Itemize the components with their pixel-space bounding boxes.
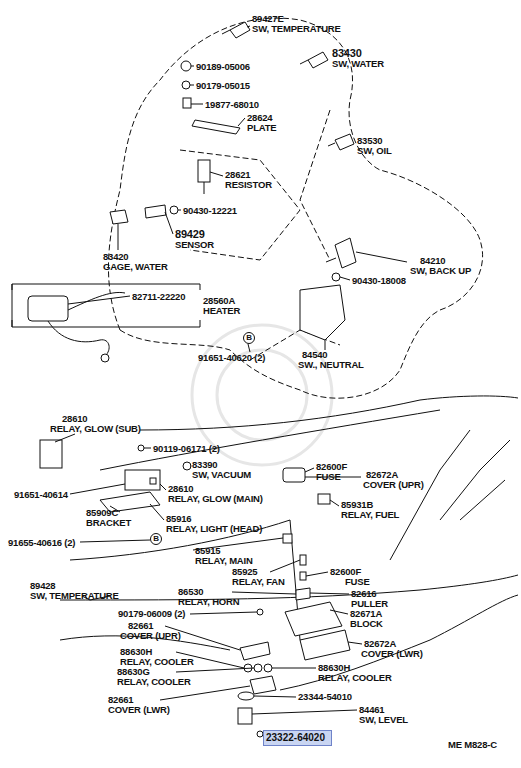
part-number: 89429 bbox=[175, 229, 205, 240]
part-name: COVER (LWR) bbox=[108, 705, 170, 715]
part-name: RESISTOR bbox=[225, 180, 272, 190]
part-number: 85925 bbox=[232, 567, 257, 577]
part-name: FUSE bbox=[345, 577, 370, 587]
engine-outline bbox=[108, 18, 482, 398]
part-name: PLATE bbox=[247, 123, 276, 133]
part-number: 19877-68010 bbox=[205, 100, 259, 110]
part-name: SW, WATER bbox=[332, 59, 384, 69]
part-name: RELAY, COOLER bbox=[318, 673, 392, 683]
part-name: RELAY, HORN bbox=[178, 597, 239, 607]
part-number: 28610 bbox=[62, 414, 87, 424]
part-number: 83530 bbox=[357, 136, 382, 146]
part-number: 83390 bbox=[192, 460, 217, 470]
part-number: 82671A bbox=[350, 609, 382, 619]
part-number: 90430-12221 bbox=[183, 206, 237, 216]
part-name: RELAY, FAN bbox=[232, 577, 285, 587]
part-number: 84210 bbox=[420, 256, 445, 266]
part-number: 89428 bbox=[30, 581, 55, 591]
part-number: 85909C bbox=[86, 508, 118, 518]
part-number: 82672A bbox=[366, 470, 398, 480]
reference-circle: B bbox=[243, 332, 255, 344]
part-number: 90119-06171 (2) bbox=[153, 444, 220, 454]
bracket bbox=[12, 284, 200, 327]
part-number: 82600F bbox=[316, 462, 347, 472]
part-number: 91651-40614 bbox=[14, 490, 68, 500]
part-name: SW, VACUUM bbox=[192, 470, 251, 480]
part-name: BRACKET bbox=[86, 518, 131, 528]
part-name: RELAY, LIGHT (HEAD) bbox=[166, 524, 262, 534]
part-number: 23344-54010 bbox=[298, 692, 352, 702]
part-number: 82616 bbox=[351, 589, 376, 599]
part-icons bbox=[28, 22, 356, 737]
part-name: RELAY, FUEL bbox=[341, 510, 399, 520]
part-name: FUSE bbox=[316, 472, 341, 482]
part-number: 28610 bbox=[168, 484, 193, 494]
part-name: RELAY, MAIN bbox=[195, 556, 253, 566]
part-number: 91651-40620 (2) bbox=[198, 353, 265, 363]
part-name: BLOCK bbox=[350, 619, 383, 629]
part-number: 90179-06009 (2) bbox=[118, 609, 185, 619]
part-number: 28624 bbox=[247, 113, 272, 123]
part-name: COVER (UPR) bbox=[363, 480, 424, 490]
part-name: RELAY, GLOW (MAIN) bbox=[168, 494, 263, 504]
part-number: 88630H bbox=[120, 647, 152, 657]
part-number: 90430-18008 bbox=[352, 276, 406, 286]
part-name: SW., NEUTRAL bbox=[298, 360, 364, 370]
part-name: RELAY, GLOW (SUB) bbox=[50, 424, 141, 434]
part-number: 28621 bbox=[225, 170, 250, 180]
part-number: 85915 bbox=[195, 546, 220, 556]
part-name: RELAY, COOLER bbox=[120, 657, 194, 667]
part-number: 88630G bbox=[117, 667, 150, 677]
body-lines bbox=[60, 396, 518, 690]
highlighted-part: 23322-64020 bbox=[263, 730, 332, 746]
part-number: 84540 bbox=[302, 350, 327, 360]
part-number: 82661 bbox=[128, 621, 153, 631]
part-number: 82711-22220 bbox=[132, 292, 185, 302]
part-number: 23322-64020 bbox=[266, 732, 331, 743]
part-number: 90179-05015 bbox=[196, 81, 250, 91]
leader-lines bbox=[55, 26, 407, 736]
part-number: 83420 bbox=[103, 252, 128, 262]
part-name: SENSOR bbox=[175, 240, 214, 250]
part-name: RELAY, COOLER bbox=[117, 677, 191, 687]
part-number: 28560A bbox=[203, 296, 235, 306]
part-number: 85931B bbox=[341, 500, 373, 510]
part-name: SW, OIL bbox=[357, 146, 392, 156]
part-number: 84461 bbox=[359, 705, 384, 715]
part-number: 83430 bbox=[332, 48, 362, 59]
part-number: 82672A bbox=[364, 639, 396, 649]
part-name: GAGE, WATER bbox=[103, 262, 168, 272]
part-number: 86530 bbox=[178, 587, 203, 597]
bracket bbox=[12, 284, 13, 327]
part-number: 88630H bbox=[318, 663, 350, 673]
part-number: 82661 bbox=[108, 695, 133, 705]
part-name: COVER (LWR) bbox=[361, 649, 423, 659]
part-number: 85916 bbox=[166, 514, 191, 524]
part-name: PULLER bbox=[351, 599, 388, 609]
part-name: SW, LEVEL bbox=[359, 715, 408, 725]
part-number: 82600F bbox=[330, 567, 361, 577]
part-number: 90189-05006 bbox=[196, 62, 250, 72]
part-number: 89427E bbox=[252, 14, 284, 24]
part-name: SW, TEMPERATURE bbox=[252, 24, 341, 34]
part-number: 91655-40616 (2) bbox=[8, 538, 75, 548]
part-name: COVER (UPR) bbox=[120, 631, 181, 641]
part-name: SW, TEMPERATURE bbox=[30, 591, 119, 601]
part-name: SW, BACK UP bbox=[410, 266, 471, 276]
part-name: HEATER bbox=[203, 306, 240, 316]
part-number: ME M828-C bbox=[448, 740, 497, 750]
reference-circle: B bbox=[150, 533, 162, 545]
